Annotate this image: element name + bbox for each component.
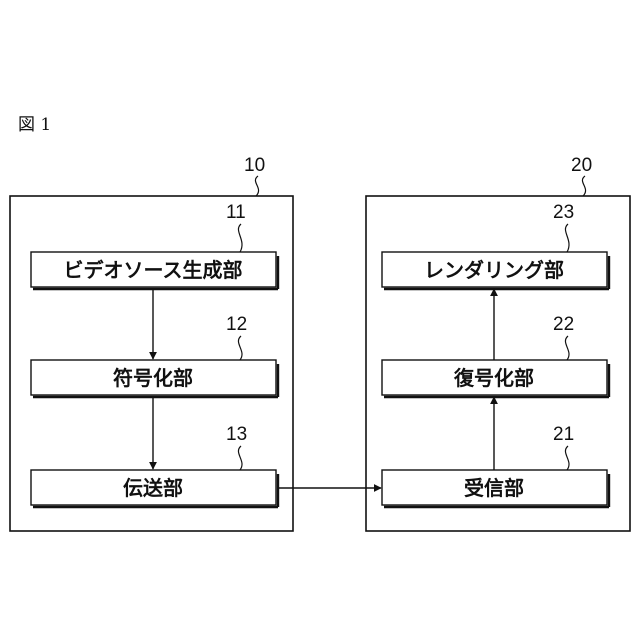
video-source-generator-block: ビデオソース生成部: [31, 252, 278, 289]
encoder-ref: 12: [226, 314, 247, 335]
encoder-label: 符号化部: [113, 366, 193, 390]
video-source-generator-ref: 11: [226, 202, 246, 223]
transmitter-label: 伝送部: [123, 476, 183, 500]
video-source-generator-label: ビデオソース生成部: [64, 258, 243, 282]
transmitter-block: 伝送部: [31, 470, 278, 507]
decoder-ref: 22: [553, 314, 574, 335]
decoder-label: 復号化部: [453, 366, 534, 390]
renderer-label: レンダリング部: [424, 258, 564, 282]
receiver-label: 受信部: [464, 476, 524, 500]
encoder-block: 符号化部: [31, 360, 278, 397]
source-device-ref: 10: [244, 155, 265, 176]
receiver-ref: 21: [553, 424, 574, 445]
source-device-leader: [255, 176, 258, 196]
receiver-block: 受信部: [382, 470, 609, 507]
decoder-block: 復号化部: [382, 360, 609, 397]
renderer-ref: 23: [553, 202, 574, 223]
renderer-block: レンダリング部: [382, 252, 609, 289]
sink-device-ref: 20: [571, 155, 592, 176]
sink-device-leader: [582, 176, 585, 196]
figure-label: 図 1: [18, 115, 51, 135]
transmitter-ref: 13: [226, 424, 247, 445]
